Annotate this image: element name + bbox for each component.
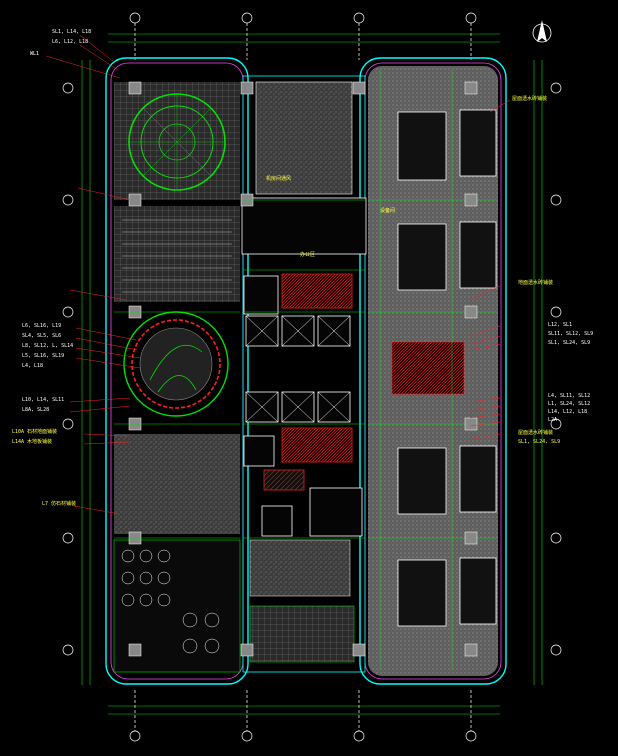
right-dimension-line [533, 60, 543, 685]
left-top-round-feature [128, 93, 226, 191]
left-bench-area [114, 206, 240, 302]
core-red-stairs [263, 273, 353, 491]
right-label: L2A [548, 417, 557, 423]
top-label-group: SL1, L14, L18 L6, L12, L18 WL1 [30, 29, 91, 57]
left-label: L7 仿石材铺装 [42, 500, 76, 507]
right-label-group: 屋面透水砖铺装 地面透水砖铺装 L12, SL1 SL11, SL12, SL9… [512, 95, 593, 445]
plan-note: 办公区 [300, 251, 315, 258]
left-tree-symbols [121, 549, 220, 654]
right-label: SL1, SL24, SL9 [518, 439, 560, 445]
left-label: L5, SL16, SL19 [22, 353, 64, 359]
left-label: L8, SL12, L, SL14 [22, 343, 73, 349]
left-label: SL4, SL5, SL6 [22, 333, 61, 339]
top-label: L6, L12, L18 [52, 39, 88, 45]
left-red-circle-plaza [123, 311, 229, 417]
right-label: 地面透水砖铺装 [518, 279, 553, 286]
left-label: L8A, SL28 [22, 407, 49, 413]
axis-bubbles-right [550, 82, 562, 656]
left-label: L10, L14, SL11 [22, 397, 64, 403]
left-lower-paving [114, 434, 240, 534]
right-label: L4, SL11, SL12 [548, 393, 590, 399]
core-lower-block [249, 539, 351, 597]
bottom-dimension-line [108, 705, 500, 715]
right-label: L14, L12, L18 [548, 409, 587, 415]
core-upper-block [255, 81, 353, 195]
leader-lines [45, 34, 511, 515]
right-label: SL11, SL12, SL9 [548, 331, 593, 337]
core-bottom-block [249, 605, 355, 663]
plan-note: 机房间通风 [266, 175, 291, 182]
left-bench-rows [122, 219, 232, 293]
right-wing-red-deck [391, 341, 465, 395]
right-label: 屋面透水砖铺装 [518, 429, 553, 436]
axis-bubbles-left [62, 82, 74, 656]
north-arrow-icon [532, 20, 552, 43]
right-label: L1, SL24, SL12 [548, 401, 590, 407]
top-dimension-line [108, 33, 500, 43]
plan-note: 设备间 [380, 207, 395, 214]
left-label: L6, SL16, L19 [22, 323, 61, 329]
axis-bubbles-top [129, 12, 477, 60]
top-label: WL1 [30, 51, 39, 57]
left-label: L14A 木地板铺装 [12, 438, 52, 445]
left-dimension-line [81, 60, 91, 685]
right-label: L12, SL1 [548, 322, 572, 328]
building-outline [105, 57, 507, 685]
column-markers [128, 81, 478, 657]
right-label: 屋面透水砖铺装 [512, 95, 547, 102]
left-label: L4, L18 [22, 363, 43, 369]
top-label: SL1, L14, L18 [52, 29, 91, 35]
left-label: L10A 石材地面铺装 [12, 428, 57, 435]
elevator-crosses [245, 315, 351, 423]
right-wing-rooms [397, 109, 497, 627]
right-label: SL1, SL24, SL9 [548, 340, 590, 346]
axis-bubbles-bottom [129, 690, 477, 742]
left-label-group: L6, SL16, L19 SL4, SL5, SL6 L8, SL12, L,… [12, 323, 76, 507]
center-green-grid [114, 199, 365, 539]
plan-note-group: 机房间通风 设备间 办公区 [266, 175, 395, 258]
